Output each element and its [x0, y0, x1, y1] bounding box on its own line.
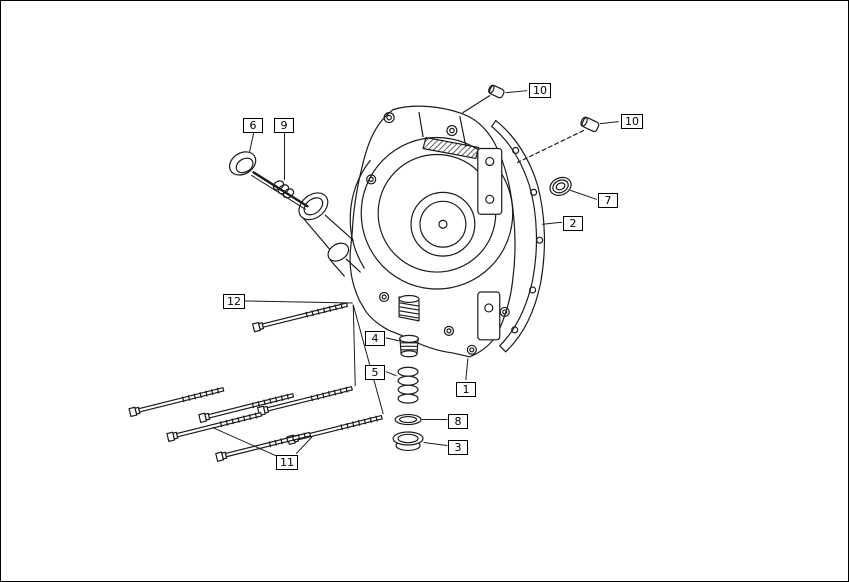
callout-12: 12	[223, 294, 245, 309]
callout-8: 8	[448, 414, 468, 429]
callout-11: 11	[276, 455, 298, 470]
gasket-drawing	[491, 119, 546, 353]
callout-1: 1	[456, 382, 476, 397]
engine-cover-drawing	[298, 105, 516, 358]
callout-9: 9	[274, 118, 294, 133]
callout-7: 7	[598, 193, 618, 208]
seal-drawing	[549, 176, 572, 196]
callout-2: 2	[563, 216, 583, 231]
callout-4: 4	[365, 331, 385, 346]
callout-3: 3	[448, 440, 468, 455]
leader-lines	[212, 90, 619, 457]
cap-small-drawing	[488, 84, 505, 99]
spring-drawing	[397, 366, 419, 404]
callout-5: 5	[365, 365, 385, 380]
cap-drawing	[392, 431, 424, 452]
callout-6: 6	[243, 118, 263, 133]
callout-10a: 10	[529, 83, 551, 98]
drain-plug-drawing	[398, 334, 420, 358]
bolts-drawing	[128, 300, 384, 462]
cap-large-drawing	[580, 116, 600, 133]
dipstick-drawing	[228, 151, 309, 210]
callout-10b: 10	[621, 114, 643, 129]
washer-drawing	[394, 413, 422, 426]
